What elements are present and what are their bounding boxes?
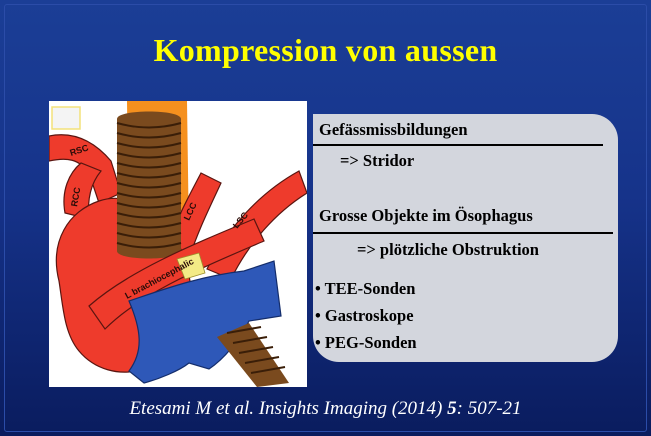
heading-large-objects: Grosse Objekte im Ösophagus bbox=[319, 206, 533, 226]
slide-title: Kompression von aussen bbox=[0, 32, 651, 69]
divider bbox=[313, 232, 613, 234]
list-item: • PEG-Sonden bbox=[315, 333, 417, 353]
list-item: • Gastroskope bbox=[315, 306, 414, 326]
result-obstruction: => plötzliche Obstruktion bbox=[357, 240, 539, 260]
list-item: • TEE-Sonden bbox=[315, 279, 415, 299]
citation: Etesami M et al. Insights Imaging (2014)… bbox=[0, 398, 651, 420]
anatomy-illustration: RSC RCC LCC LSC L brachiocephalic bbox=[49, 101, 307, 387]
aortic-arch-diagram: RSC RCC LCC LSC L brachiocephalic bbox=[49, 101, 307, 387]
citation-text: Etesami M et al. Insights Imaging (2014) bbox=[129, 398, 447, 419]
divider bbox=[313, 144, 603, 146]
info-panel: Gefässmissbildungen => Stridor Grosse Ob… bbox=[313, 114, 618, 362]
esophagus-rings bbox=[117, 112, 181, 259]
figure-highlight-box bbox=[52, 107, 80, 129]
citation-pages: : 507-21 bbox=[457, 398, 522, 419]
heading-vascular-malformations: Gefässmissbildungen bbox=[319, 120, 468, 140]
result-stridor: => Stridor bbox=[340, 151, 414, 171]
citation-volume: 5 bbox=[447, 398, 457, 419]
